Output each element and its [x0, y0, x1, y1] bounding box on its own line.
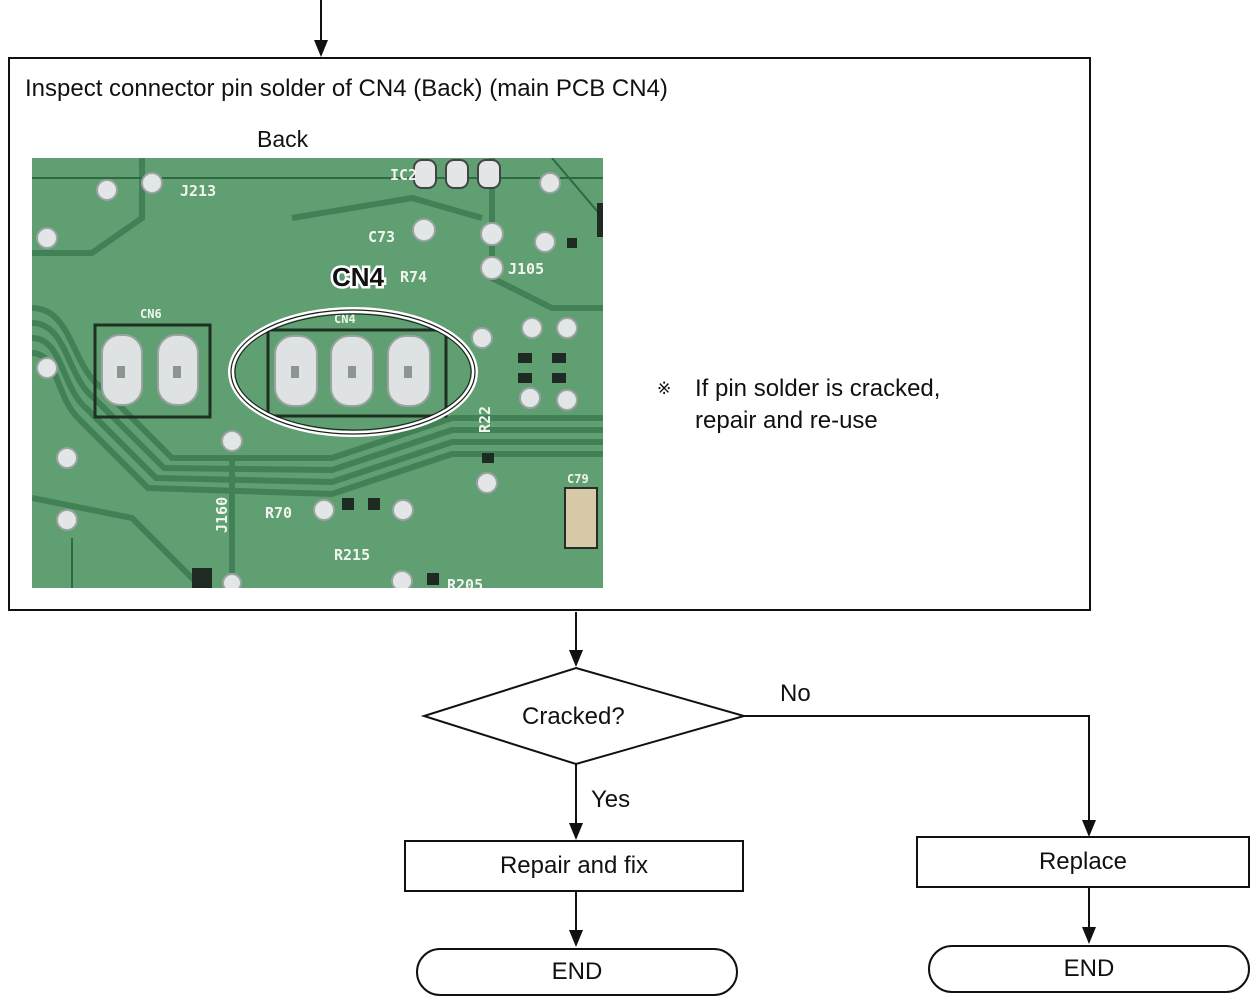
note-line-1: If pin solder is cracked,: [695, 375, 941, 402]
repair-to-end-arrowhead: [569, 930, 583, 947]
yes-branch-label: Yes: [591, 786, 631, 813]
repair-end-terminal: END: [416, 948, 738, 996]
svg-text:R74: R74: [400, 268, 427, 286]
svg-text:R205: R205: [447, 576, 483, 588]
entry-arrowhead: [314, 40, 328, 57]
svg-text:C79: C79: [567, 472, 589, 486]
box-to-decision-arrowhead: [569, 650, 583, 667]
decision-question: Cracked?: [522, 703, 625, 730]
replace-to-end-arrowhead: [1082, 927, 1096, 944]
cn4-outline: [266, 328, 448, 418]
photo-caption: Back: [257, 126, 309, 152]
svg-text:C73: C73: [368, 228, 395, 246]
no-branch-label: No: [780, 680, 811, 707]
svg-text:R215: R215: [334, 546, 370, 564]
svg-text:J213: J213: [180, 182, 216, 200]
pcb-photo: J213 IC2 C73 R74 J105 CN6 CN4 R70 R215 R…: [32, 158, 603, 588]
cn6-outline: [93, 323, 212, 419]
svg-text:R70: R70: [265, 504, 292, 522]
svg-text:CN6: CN6: [140, 307, 162, 321]
no-branch-arrowhead: [1082, 820, 1096, 837]
repair-box: Repair and fix: [404, 840, 744, 892]
note-line-2: repair and re-use: [695, 407, 878, 434]
inspect-title: Inspect connector pin solder of CN4 (Bac…: [25, 75, 668, 102]
svg-text:R22: R22: [476, 406, 494, 433]
svg-text:J160: J160: [213, 497, 231, 533]
inspect-step-box: [8, 57, 1091, 611]
yes-branch-arrowhead: [569, 823, 583, 840]
svg-text:IC2: IC2: [390, 166, 417, 184]
cn4-callout-label: CN4: [332, 262, 385, 292]
reference-mark-icon: ※: [657, 379, 672, 398]
svg-text:CN4: CN4: [334, 312, 356, 326]
replace-box: Replace: [916, 836, 1250, 888]
replace-end-terminal: END: [928, 945, 1250, 993]
no-branch-line: [744, 715, 1090, 835]
svg-text:J105: J105: [508, 260, 544, 278]
